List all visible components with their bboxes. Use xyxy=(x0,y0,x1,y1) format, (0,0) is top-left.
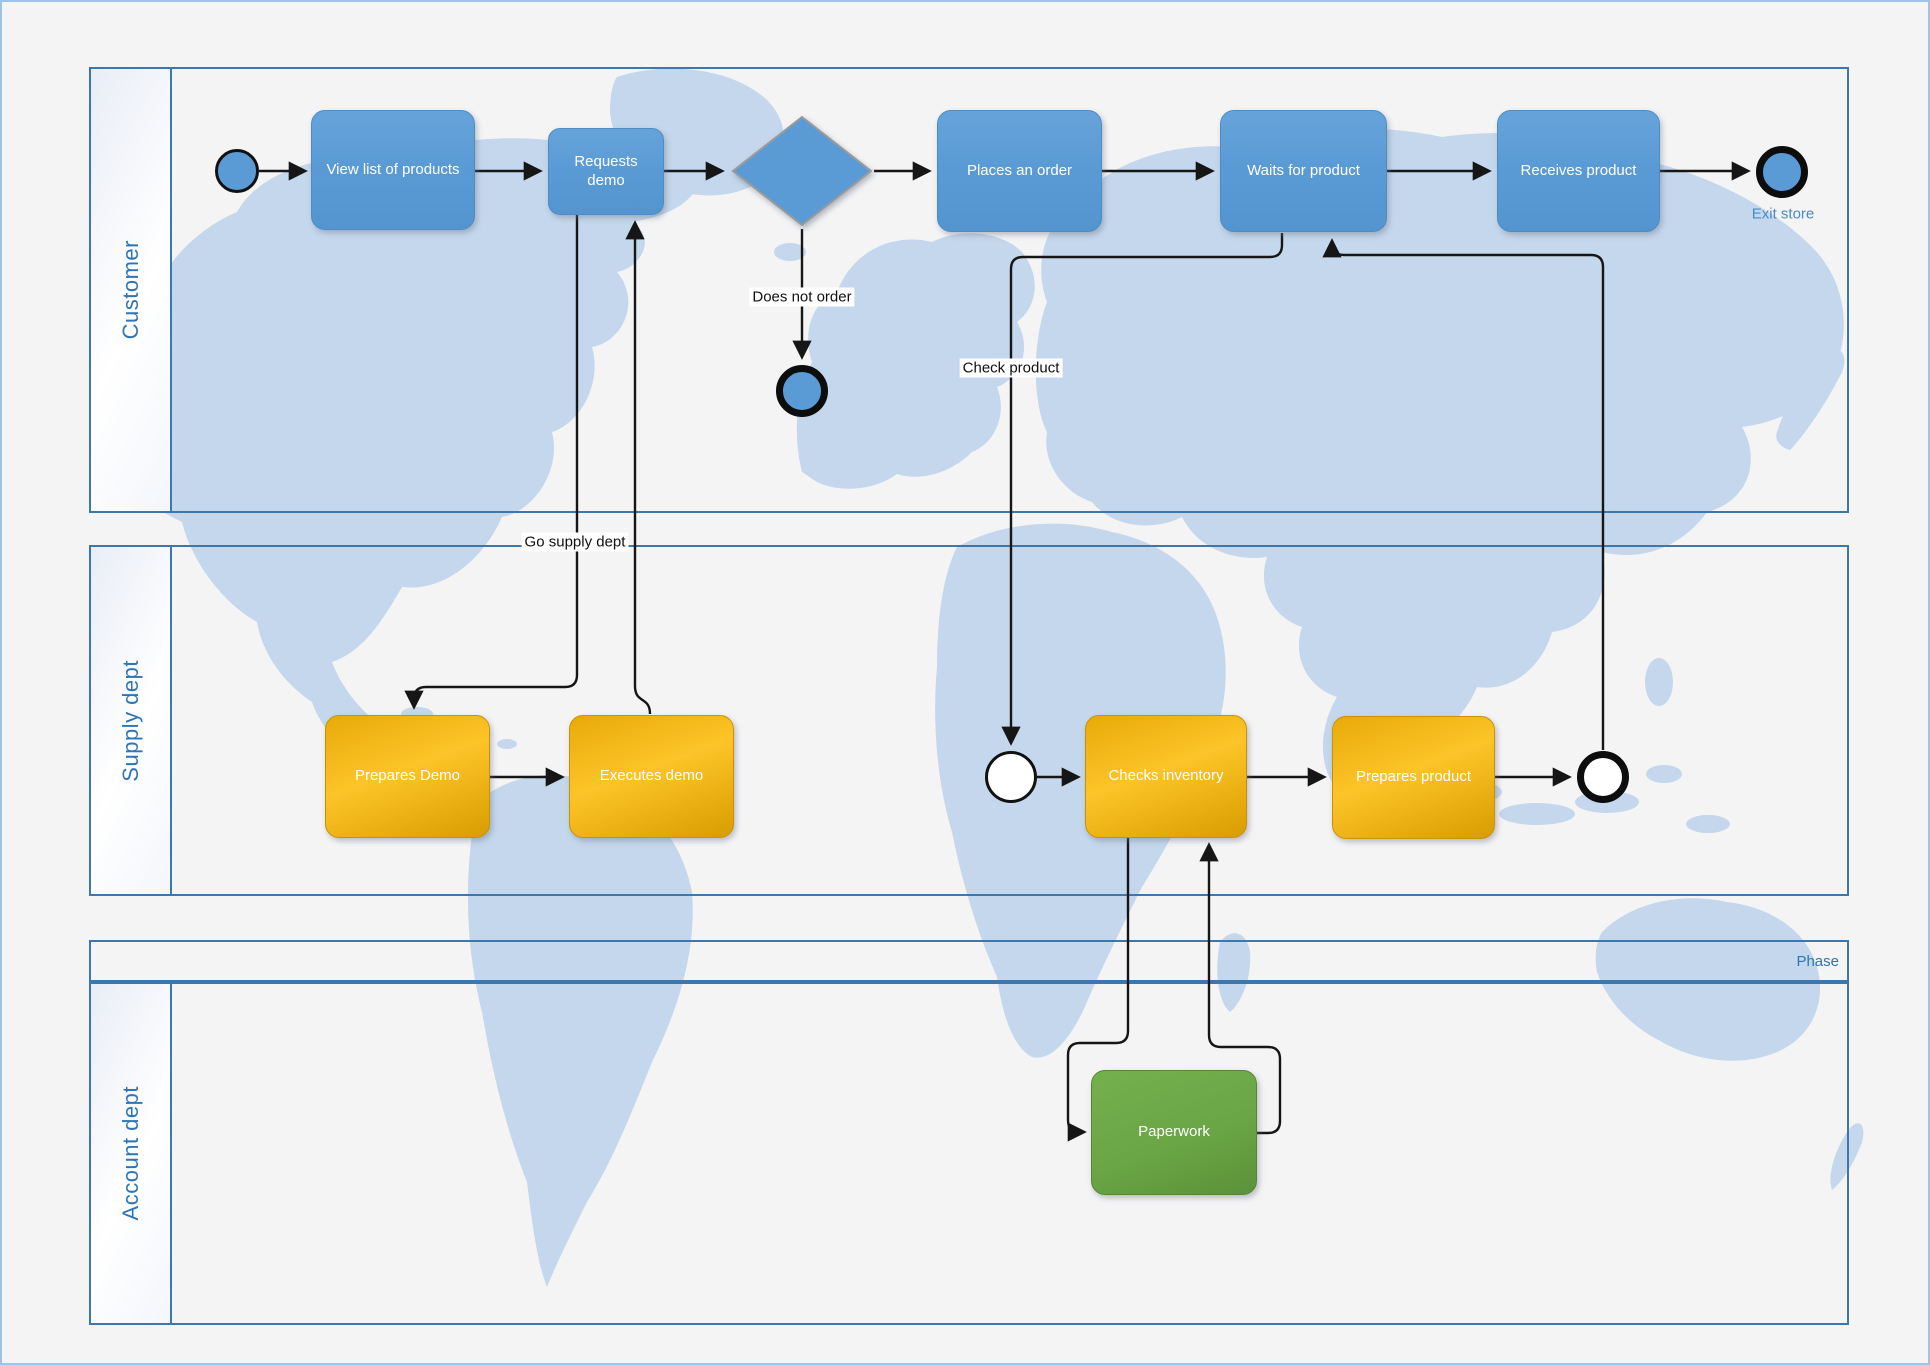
task-paperwork-label: Paperwork xyxy=(1138,1123,1210,1141)
task-places-an-order[interactable]: Places an order xyxy=(937,110,1102,232)
task-receives-product[interactable]: Receives product xyxy=(1497,110,1660,232)
lane-account-label: Account dept xyxy=(117,1086,143,1221)
task-paperwork[interactable]: Paperwork xyxy=(1091,1070,1257,1195)
lane-supply-label: Supply dept xyxy=(117,659,143,782)
go-supply-dept-label: Go supply dept xyxy=(521,532,629,552)
task-places-an-order-label: Places an order xyxy=(966,161,1073,179)
exit-store-label: Exit store xyxy=(1751,205,1815,223)
lane-supply-header[interactable]: Supply dept xyxy=(91,547,172,894)
task-waits-for-product-label: Waits for product xyxy=(1247,161,1360,179)
task-requests-demo[interactable]: Requests demo xyxy=(548,128,664,215)
lane-customer-label: Customer xyxy=(117,240,143,340)
task-waits-for-product[interactable]: Waits for product xyxy=(1220,110,1387,232)
end-event-exit-store[interactable] xyxy=(1756,146,1808,198)
lane-supply: Supply dept xyxy=(89,545,1849,896)
task-executes-demo[interactable]: Executes demo xyxy=(569,715,734,838)
task-prepares-demo-label: Prepares Demo xyxy=(354,767,461,785)
end-event-no-order[interactable] xyxy=(776,365,828,417)
start-event[interactable] xyxy=(215,149,259,193)
phase-band-label: Phase xyxy=(1796,952,1839,970)
check-product-label: Check product xyxy=(959,358,1063,378)
lane-account-header[interactable]: Account dept xyxy=(91,984,172,1323)
task-prepares-product[interactable]: Prepares product xyxy=(1332,716,1495,839)
order-decision-gateway[interactable] xyxy=(730,114,874,228)
end-event-supply[interactable] xyxy=(1577,751,1629,803)
lane-customer: Customer xyxy=(89,67,1849,513)
task-view-list-of-products[interactable]: View list of products xyxy=(311,110,475,230)
does-not-order-label: Does not order xyxy=(749,287,855,307)
phase-band: Phase xyxy=(89,940,1849,982)
task-prepares-product-label: Prepares product xyxy=(1355,768,1472,786)
task-checks-inventory[interactable]: Checks inventory xyxy=(1085,715,1247,838)
task-prepares-demo[interactable]: Prepares Demo xyxy=(325,715,490,838)
task-requests-demo-label: Requests demo xyxy=(574,152,638,189)
task-receives-product-label: Receives product xyxy=(1520,161,1637,179)
task-view-list-of-products-label: View list of products xyxy=(326,160,460,178)
lane-account: Account dept xyxy=(89,982,1849,1325)
task-checks-inventory-label: Checks inventory xyxy=(1108,767,1224,785)
lane-customer-header[interactable]: Customer xyxy=(91,69,172,511)
task-executes-demo-label: Executes demo xyxy=(599,767,704,785)
intermediate-event-supply[interactable] xyxy=(985,751,1037,803)
